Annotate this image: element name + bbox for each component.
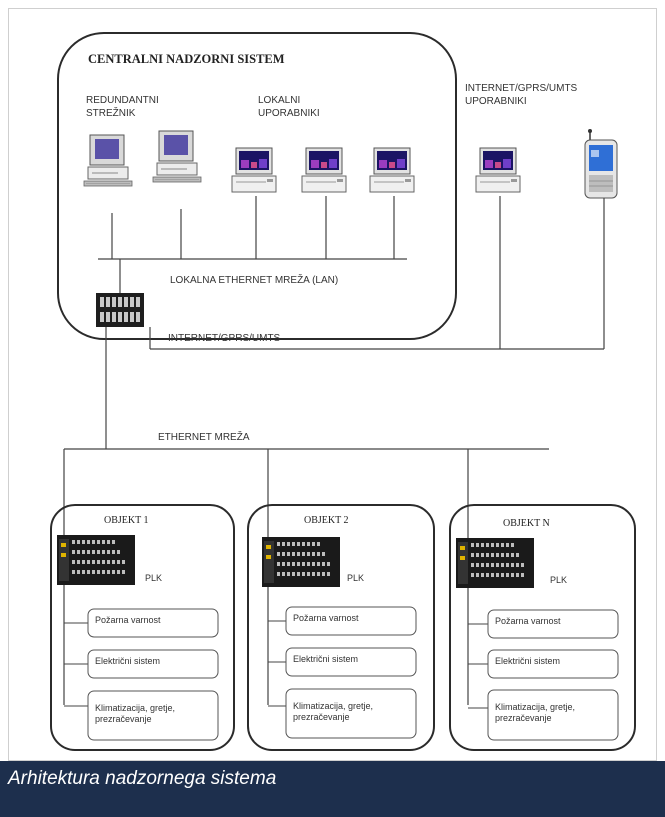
object-1-fire-safety: [87, 608, 219, 638]
local-user-3-icon: [369, 147, 415, 193]
remote-users-label-line2: UPORABNIKI: [465, 96, 527, 107]
object-n-hvac-label-line2: prezračevanje: [495, 713, 552, 723]
remote-users-label: INTERNET/GPRS/UMTS: [465, 83, 578, 94]
object-2-hvac-label-line2: prezračevanje: [293, 712, 350, 722]
object-1-electrical-label: Električni sistem: [95, 656, 160, 666]
lan-label: LOKALNA ETHERNET MREŽA (LAN): [170, 273, 338, 286]
object-2-box: OBJEKT 2 PLK Požarna varnost Električni …: [247, 504, 435, 751]
page-border: [8, 8, 657, 761]
plc-n-label: PLK: [550, 575, 567, 585]
redundant-server-1-icon: [83, 134, 133, 187]
caption-bar: [0, 761, 665, 817]
central-system-box: [57, 32, 457, 340]
ethernet-label: ETHERNET MREŽA: [158, 430, 250, 443]
object-1-electrical: [87, 649, 219, 679]
object-n-electrical: [487, 649, 619, 679]
object-n-electrical-label: Električni sistem: [495, 656, 560, 666]
local-user-1-icon: [231, 147, 277, 193]
object-2-fire-safety-label: Požarna varnost: [293, 613, 359, 623]
object-1-hvac: [87, 690, 219, 741]
remote-pc-icon: [475, 147, 521, 193]
redundant-server-2-icon: [152, 130, 202, 183]
redundant-server-label: REDUNDANTNI: [86, 95, 159, 106]
object-1-hvac-label-line2: prezračevanje: [95, 714, 152, 724]
object-1-box: OBJEKT 1 PLK Požarna varnost Električni …: [50, 504, 235, 751]
redundant-server-label-line2: STREŽNIK: [86, 106, 136, 119]
mobile-phone-icon: [584, 129, 618, 199]
object-2-hvac-label: Klimatizacija, gretje,: [293, 701, 373, 711]
network-switch-icon: [96, 293, 144, 327]
object-n-fire-safety-label: Požarna varnost: [495, 616, 561, 626]
object-1-fire-safety-label: Požarna varnost: [95, 615, 161, 625]
object-2-fire-safety: [285, 606, 417, 636]
internet-link-label: INTERNET/GPRS/UMTS: [168, 333, 281, 344]
object-n-box: OBJEKT N PLK Požarna varnost Električni …: [449, 504, 636, 751]
object-1-title: OBJEKT 1: [104, 515, 149, 526]
object-1-hvac-label: Klimatizacija, gretje,: [95, 703, 175, 713]
internet-link-lines: [149, 196, 605, 350]
plc-2-label: PLK: [347, 573, 364, 583]
object-n-hvac: [487, 689, 619, 741]
local-users-label: LOKALNI: [258, 95, 300, 106]
figure-caption: Arhitektura nadzornega sistema: [8, 768, 277, 789]
object-n-title: OBJEKT N: [503, 518, 550, 529]
object-2-electrical: [285, 647, 417, 677]
lan-drops: [111, 196, 395, 293]
object-n-fire-safety: [487, 609, 619, 639]
local-users-label-line2: UPORABNIKI: [258, 108, 320, 119]
plc-2-icon: [262, 537, 340, 587]
plc-1-icon: [57, 535, 135, 585]
local-user-2-icon: [301, 147, 347, 193]
plc-1-label: PLK: [145, 573, 162, 583]
object-n-hvac-label: Klimatizacija, gretje,: [495, 702, 575, 712]
plc-n-icon: [456, 538, 534, 588]
central-system-title: CENTRALNI NADZORNI SISTEM: [88, 52, 285, 66]
object-2-title: OBJEKT 2: [304, 515, 349, 526]
object-2-electrical-label: Električni sistem: [293, 654, 358, 664]
object-2-hvac: [285, 688, 417, 739]
